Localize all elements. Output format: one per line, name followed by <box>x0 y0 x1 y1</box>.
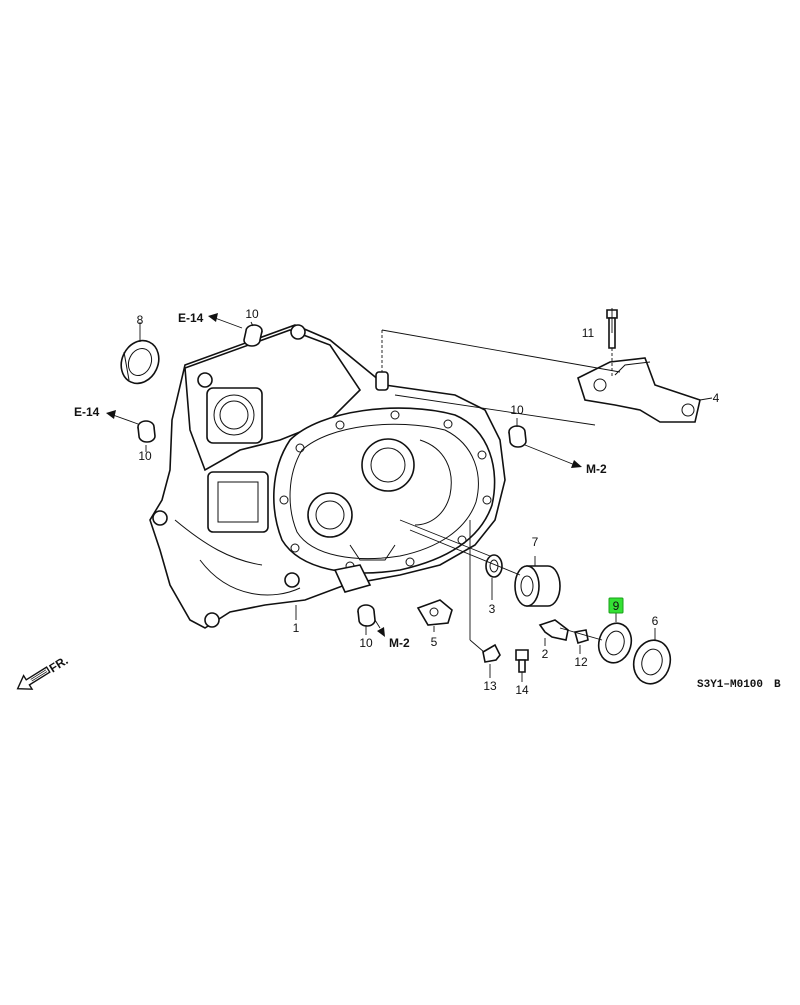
transmission-housing[interactable] <box>149 324 506 629</box>
dowel-pin-10-top[interactable] <box>243 324 263 347</box>
dowel-pin-10-bottom[interactable] <box>357 604 376 627</box>
dowel-pin-10-right[interactable] <box>508 425 527 448</box>
callout-2: 2 <box>542 647 549 661</box>
callout-3: 3 <box>489 602 496 616</box>
diagram-code-suffix: B <box>774 679 781 691</box>
bolt-part-12[interactable] <box>573 629 589 645</box>
callout-8: 8 <box>137 313 144 327</box>
ref-m2-bottom: M-2 <box>389 636 410 650</box>
oil-seal-part-9[interactable] <box>594 620 635 667</box>
callout-7: 7 <box>532 535 539 549</box>
callout-10-top: 10 <box>245 307 259 321</box>
callout-9: 9 <box>613 599 620 613</box>
ref-e14-top: E-14 <box>178 311 204 325</box>
leader-lines <box>106 308 713 682</box>
bracket-part-4[interactable] <box>577 357 701 423</box>
dowel-pin-10-left[interactable] <box>137 420 156 443</box>
callout-11: 11 <box>582 326 595 340</box>
callout-14: 14 <box>515 683 529 697</box>
callout-5: 5 <box>431 635 438 649</box>
bolt-part-11[interactable] <box>606 309 618 349</box>
ref-m2-right: M-2 <box>586 462 607 476</box>
callout-9-highlight[interactable]: 9 <box>608 597 624 614</box>
callout-12: 12 <box>574 655 588 669</box>
callout-1: 1 <box>293 621 300 635</box>
diagram-code: S3Y1–M0100 <box>697 679 763 691</box>
callout-6: 6 <box>652 614 659 628</box>
clip-part-13[interactable] <box>482 643 501 663</box>
callout-10-right: 10 <box>510 403 524 417</box>
callout-4: 4 <box>713 391 720 405</box>
bearing-part-6[interactable] <box>629 636 675 688</box>
oil-seal-part-8[interactable] <box>114 334 165 389</box>
bolt-part-14[interactable] <box>515 649 529 673</box>
callout-10-bottom: 10 <box>359 636 373 650</box>
ref-e14-left: E-14 <box>74 405 100 419</box>
callout-10-left: 10 <box>138 449 152 463</box>
plate-part-2[interactable] <box>538 619 569 641</box>
callout-13: 13 <box>483 679 497 693</box>
front-direction-arrow: FR. <box>16 653 71 690</box>
bearing-part-7[interactable] <box>514 565 561 607</box>
oil-seal-part-3[interactable] <box>485 554 503 578</box>
cover-part-5[interactable] <box>416 599 453 626</box>
